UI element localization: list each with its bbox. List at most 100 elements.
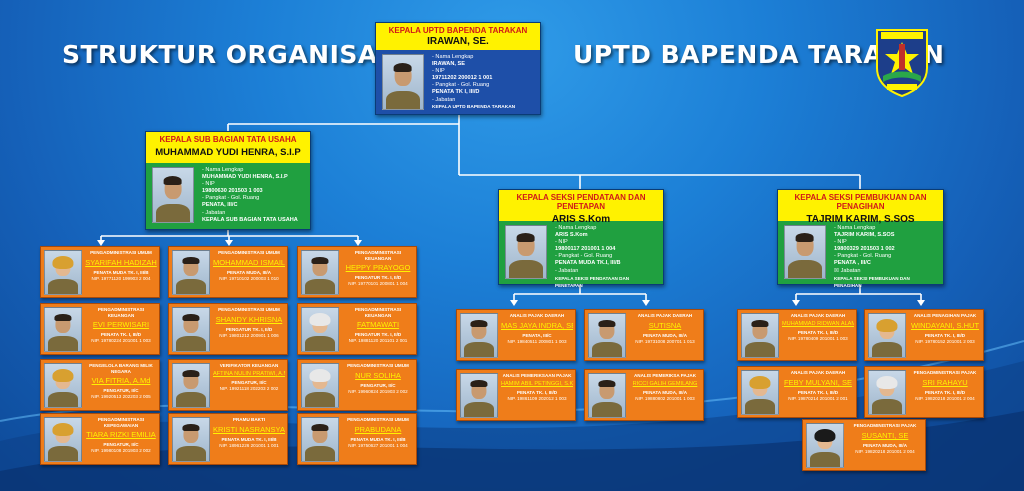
avatar — [152, 167, 194, 223]
page-title-left: STRUKTUR ORGANISASI — [62, 40, 407, 69]
staff-rank: PENATA TK. I, III/D — [100, 332, 142, 338]
staff-nip: NIP. 19780224 201001 1 003 — [91, 338, 151, 344]
staff-rank: PENATA MUDA TK. I, III/B — [350, 436, 406, 442]
avatar — [741, 370, 779, 415]
avatar — [382, 54, 424, 110]
label-nama: - Nama Lengkap — [202, 167, 244, 173]
staff-name: VIA FITRIA, A.Md — [91, 376, 151, 386]
avatar — [588, 373, 626, 418]
avatar — [460, 373, 498, 418]
value-jabatan: KEPALA SUB BAGIAN TATA USAHA — [202, 216, 298, 223]
value-nama: IRAWAN, SE — [432, 61, 465, 68]
staff-rank: PENATA TK. I, III/D — [516, 389, 558, 395]
value-jabatan: KEPALA SEKSI PEMBUKUAN DAN PENAGIHAN — [834, 275, 910, 288]
staff-nip: NIP. 19780152 201001 2 003 — [915, 338, 975, 344]
staff-nip: NIP. 19801212 200901 1 006 — [219, 332, 279, 338]
staff-name: MAS JAYA INDRA, SE — [501, 320, 573, 330]
value-nip: 19800329 201503 1 002 — [834, 246, 895, 253]
label-nama: - Nama Lengkap — [432, 54, 474, 60]
label-jabatan: - Jabatan — [555, 267, 579, 274]
staff-name: AFTINA NULIN PRATIWI, A.Md — [213, 370, 285, 377]
head-role: KEPALA SEKSI PEMBUKUAN DAN PENAGIHAN — [794, 193, 927, 211]
staff-name: MOHAMMAD ISMAIL — [213, 257, 285, 267]
label-nip: - NIP — [555, 239, 568, 246]
staff-rank: PENATA TK. I, III/D — [924, 389, 966, 395]
label-nip: - NIP — [834, 239, 847, 246]
avatar — [301, 417, 339, 462]
staff-nip: NIP. 19750627 201001 1 004 — [348, 442, 408, 448]
staff-nip: NIP. 19870214 201001 2 001 — [788, 395, 848, 401]
staff-nip: NIP. 19960824 201903 2 002 — [348, 388, 408, 394]
avatar — [784, 225, 826, 279]
staff-nip: NIP. 19880802 201001 1 003 — [635, 395, 695, 401]
head-name: IRAWAN, SE. — [427, 36, 489, 47]
head-role: KEPALA SEKSI PENDATAAN DAN PENETAPAN — [516, 193, 646, 211]
value-nip: 19800630 201503 1 003 — [202, 188, 263, 195]
head-name: ARIS S.Kom — [551, 214, 611, 225]
staff-card: ANALIS PAJAK DAERAH MUHAMMAD RIDWAN ALAMI… — [737, 309, 857, 361]
staff-position: ANALIS PAJAK DAERAH — [790, 370, 846, 375]
staff-name: TIARA RIZKI EMILIA — [86, 430, 156, 440]
label-nip: - NIP — [432, 68, 445, 75]
staff-card: PENGADMINISTRASI KEPEGAWAIAN TIARA RIZKI … — [40, 413, 160, 465]
value-jabatan: KEPALA SEKSI PENDATAAN DAN PENETAPAN — [555, 275, 630, 288]
avatar — [806, 423, 844, 468]
staff-rank: PENGATUR, II/C — [103, 388, 139, 394]
staff-name: RICCI GALIH GEMILANG — [632, 380, 698, 387]
staff-position: PENGADMINISTRASI UMUM — [347, 363, 409, 368]
value-nama: MUHAMMAD YUDI HENRA, S.I.P — [202, 174, 288, 181]
staff-position: ANALIS PAJAK DAERAH — [637, 313, 693, 318]
value-nip: 19800117 201001 1 004 — [555, 246, 616, 253]
staff-rank: PENATA MUDA, III/A — [642, 332, 688, 338]
staff-name: MUHAMMAD RIDWAN ALAMIN, SE — [782, 320, 854, 327]
staff-name: WINDAYANI, S.HUT — [910, 320, 980, 330]
staff-position: ANALIS PENAGIHAN PAJAK — [913, 313, 977, 318]
staff-card: PENGELOLA BARANG MILIK NEGARA VIA FITRIA,… — [40, 359, 160, 411]
staff-position: PENGADMINISTRASI UMUM — [218, 250, 280, 255]
label-nip: - NIP — [202, 181, 215, 188]
staff-position: PENGADMINISTRASI KEPEGAWAIAN — [97, 417, 145, 428]
head-name: TAJRIM KARIM, S.SOS — [806, 214, 915, 225]
staff-nip: NIP. 19980108 201903 2 002 — [91, 448, 151, 454]
staff-nip: NIP. 19820218 201001 2 004 — [915, 395, 975, 401]
staff-name: SRI RAHAYU — [922, 377, 968, 387]
staff-position: ANALIS PAJAK DAERAH — [509, 313, 565, 318]
avatar — [172, 307, 210, 352]
avatar — [172, 250, 210, 295]
label-pangkat: - Pangkat - Gol. Ruang — [555, 253, 613, 260]
staff-rank: PENATA MUDA TK. I, III/B — [93, 269, 149, 275]
staff-name: FEBY MULYANI, SE — [784, 377, 852, 387]
staff-nip: NIP. 19861109 202012 1 003 — [507, 395, 567, 401]
staff-nip: NIP. 19881120 201101 2 001 — [348, 338, 408, 344]
staff-name: NUR SOLIHA — [355, 370, 401, 380]
head-card-kasubag: KEPALA SUB BAGIAN TATA USAHA MUHAMMAD YU… — [145, 131, 311, 230]
staff-nip: NIP. 19820218 201001 2 004 — [855, 448, 915, 454]
value-pangkat: PENATA TK I, III/D — [432, 89, 480, 96]
avatar — [301, 250, 339, 295]
staff-nip: NIP. 19840511 200801 1 003 — [507, 338, 567, 344]
staff-name: HAMIM ABIL PETINGGI, S.Kom — [501, 380, 573, 387]
avatar — [44, 307, 82, 352]
head-card-kepala: KEPALA UPTD BAPENDA TARAKAN IRAWAN, SE. … — [375, 22, 541, 115]
staff-rank: PENATA MUDA, III/A — [642, 389, 688, 395]
staff-position: ANALIS PAJAK DAERAH — [790, 313, 846, 318]
staff-position: PENGELOLA BARANG MILIK NEGARA — [89, 363, 153, 374]
staff-name: SYARIFAH HADIZAH — [85, 257, 157, 267]
avatar — [301, 307, 339, 352]
staff-nip: NIP. 19731008 200701 1 013 — [635, 338, 695, 344]
staff-rank: PENATA MUDA TK. I, III/B — [221, 436, 277, 442]
